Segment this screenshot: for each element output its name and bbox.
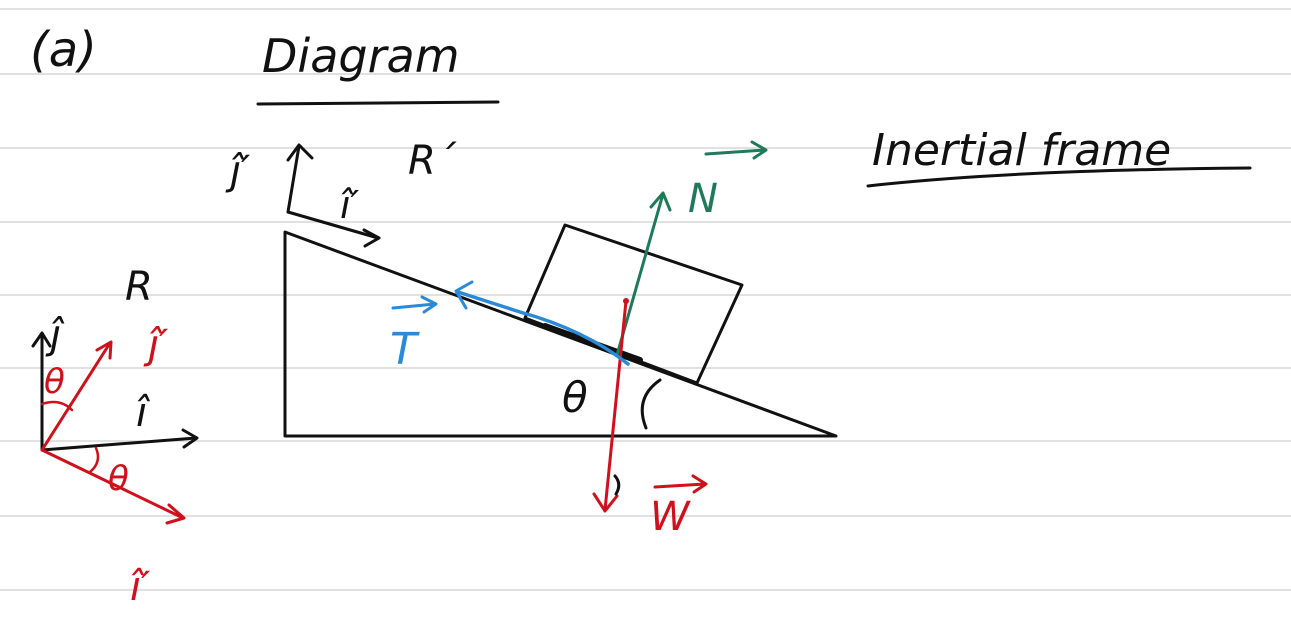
- block: [523, 223, 744, 385]
- ruled-lines: [0, 8, 1291, 591]
- tension-label: T: [390, 324, 420, 375]
- block-contact: [542, 323, 643, 363]
- ground-frame-i-label: î: [136, 390, 151, 436]
- incline-frame-name: R´: [408, 138, 457, 184]
- tension-arrow: [454, 280, 630, 366]
- tension-vector-mark: [391, 295, 438, 314]
- diagram-title: Diagram: [262, 29, 460, 83]
- normal-force-vector-mark: [704, 140, 768, 160]
- weight-vector-mark: [653, 474, 708, 494]
- rotated-i-label: î′: [130, 564, 150, 610]
- weight-label: W: [650, 494, 691, 540]
- rotated-axes: [40, 340, 186, 525]
- incline-frame-axes: [286, 143, 381, 248]
- weight-tick: [613, 474, 621, 496]
- weight-arrow: [592, 298, 629, 513]
- incline-frame-j-label: ĵ′: [225, 148, 250, 194]
- title-underline: [256, 100, 500, 106]
- ground-frame-name: R: [125, 264, 153, 310]
- rotated-j-label: ĵ′: [143, 322, 168, 368]
- rotated-angle-lower: θ: [108, 459, 129, 499]
- inertial-frame-underline: [866, 166, 1252, 188]
- normal-force-arrow: [615, 191, 672, 357]
- incline-angle-label: θ: [562, 373, 588, 422]
- normal-force-label: N: [688, 176, 718, 222]
- inertial-frame-label: Inertial frame: [872, 125, 1171, 176]
- ground-frame-j-label: ĵ: [45, 312, 65, 358]
- part-label: (a): [30, 22, 97, 78]
- incline-frame-i-label: î′: [340, 183, 360, 227]
- ground-frame-axes: [31, 331, 199, 452]
- rotated-angle-upper: θ: [44, 362, 65, 402]
- incline-angle-arc: [640, 378, 662, 430]
